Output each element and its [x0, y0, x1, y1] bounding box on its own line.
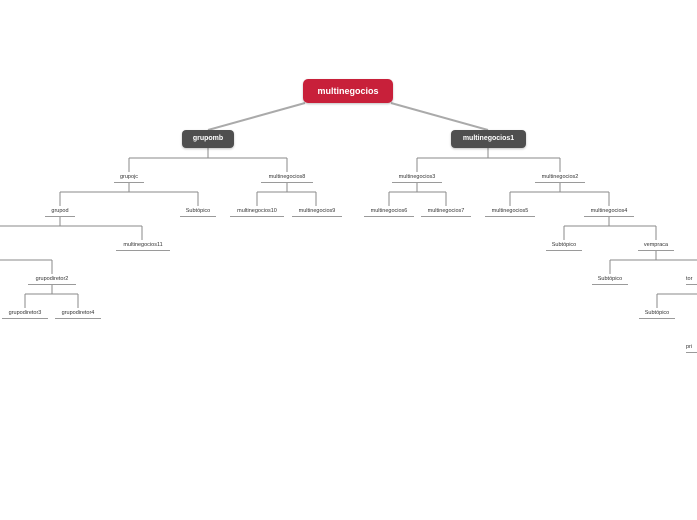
- subtopic-grupod[interactable]: grupod: [45, 206, 75, 217]
- main-topic-multinegocios1[interactable]: multinegocios1: [451, 130, 526, 148]
- subtopic-grupodiretor4[interactable]: grupodiretor4: [55, 308, 101, 319]
- subtopic-multinegocios9[interactable]: multinegocios9: [292, 206, 342, 217]
- subtopic-grupodiretor2[interactable]: grupodiretor2: [28, 274, 76, 285]
- subtopic-tor-partial[interactable]: tor: [686, 274, 697, 285]
- connector-multinegocios2: [509, 182, 610, 206]
- connector-tor: [656, 293, 697, 308]
- connector-multinegocios4: [563, 216, 657, 240]
- subtopic-multinegocios11[interactable]: multinegocios11: [116, 240, 170, 251]
- subtopic-multinegocios8[interactable]: multinegocios8: [261, 172, 313, 183]
- subtopic-subtopico-left[interactable]: Subtópico: [180, 206, 216, 217]
- connector-vempraca: [609, 250, 697, 274]
- connector-grupod: [0, 216, 143, 240]
- subtopic-multinegocios3[interactable]: multinegocios3: [392, 172, 442, 183]
- subtopic-multinegocios5[interactable]: multinegocios5: [485, 206, 535, 217]
- subtopic-pri-partial[interactable]: pri: [686, 342, 697, 353]
- connector-grupodiretor2: [0, 259, 53, 274]
- connector-root-grupomb: [207, 102, 306, 131]
- subtopic-subtopico-right-3[interactable]: Subtópico: [639, 308, 675, 319]
- subtopic-grupojc[interactable]: grupojc: [114, 172, 144, 183]
- root-topic[interactable]: multinegocios: [303, 79, 393, 103]
- connector-multinegocios8: [256, 182, 317, 206]
- main-topic-grupomb[interactable]: grupomb: [182, 130, 234, 148]
- connector-multinegocios1: [416, 148, 561, 172]
- connector-multinegocios3: [388, 182, 447, 206]
- subtopic-multinegocios10[interactable]: multinegocios10: [230, 206, 284, 217]
- subtopic-multinegocios7[interactable]: multinegocios7: [421, 206, 471, 217]
- connector-grupodiretor2-children: [24, 284, 79, 308]
- subtopic-multinegocios6[interactable]: multinegocios6: [364, 206, 414, 217]
- subtopic-subtopico-right-1[interactable]: Subtópico: [546, 240, 582, 251]
- connector-grupomb: [128, 148, 288, 172]
- subtopic-grupodiretor3[interactable]: grupodiretor3: [2, 308, 48, 319]
- subtopic-vempraca[interactable]: vempraca: [638, 240, 674, 251]
- subtopic-multinegocios4[interactable]: multinegocios4: [584, 206, 634, 217]
- subtopic-multinegocios2[interactable]: multinegocios2: [535, 172, 585, 183]
- connector-grupojc: [59, 182, 199, 206]
- connector-root-multinegocios1: [390, 102, 489, 131]
- subtopic-subtopico-right-2[interactable]: Subtópico: [592, 274, 628, 285]
